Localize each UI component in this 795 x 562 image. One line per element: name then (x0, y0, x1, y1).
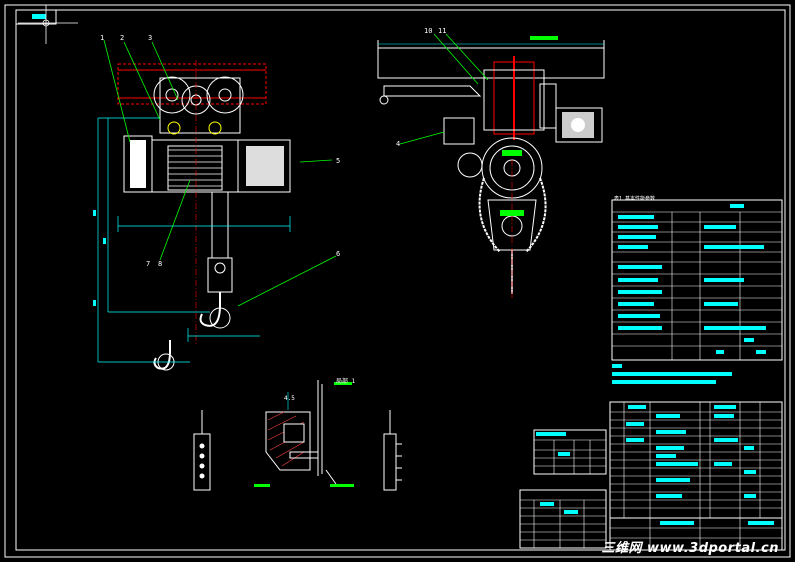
section-dimension: 4.5 (284, 395, 295, 402)
bill-of-materials-table (609, 401, 783, 519)
part-no-6: 6 (336, 250, 340, 258)
spec-table-title: 表1 基本性能参数 (614, 195, 655, 202)
part-no-2: 2 (120, 34, 124, 42)
control-pendant-left (193, 410, 211, 491)
watermark-text: 三维网 www.3dportal.cn (601, 541, 779, 556)
part-no-4: 4 (396, 140, 400, 148)
part-no-1: 1 (100, 34, 104, 42)
load-parameter-table (533, 429, 607, 475)
section-label: 局部 1 (336, 377, 356, 385)
part-no-3: 3 (148, 34, 152, 42)
part-no-8: 8 (158, 260, 162, 268)
inner-frame (15, 9, 786, 551)
section-detail-view (254, 380, 354, 487)
hoist-side-view (377, 33, 605, 300)
outer-frame (4, 4, 791, 558)
hoist-front-view (93, 39, 337, 371)
part-no-5: 5 (336, 157, 340, 165)
drawing-code-block (15, 9, 57, 25)
title-block (609, 517, 783, 551)
revision-table (519, 489, 607, 549)
part-no-11: 11 (438, 27, 446, 35)
part-no-10: 10 (424, 27, 432, 35)
spec-parameter-table (611, 199, 783, 384)
control-pendant-right (383, 410, 402, 491)
part-no-7: 7 (146, 260, 150, 268)
ucs-crosshair-icon (18, 5, 78, 44)
